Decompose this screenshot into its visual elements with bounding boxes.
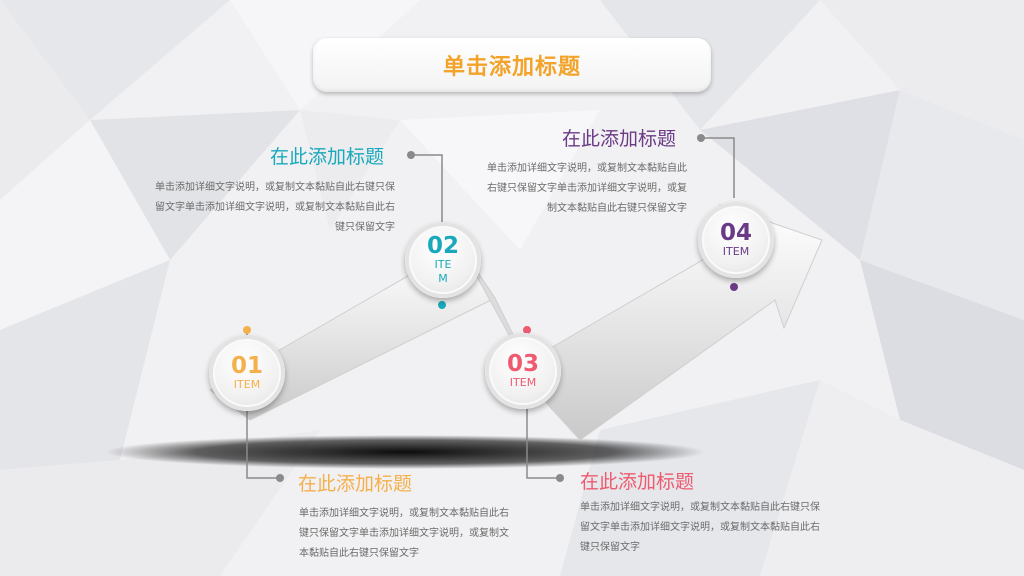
slide-title[interactable]: 单击添加标题 [442,55,581,80]
marker-dot-01 [243,326,251,334]
connector-dot-04 [697,134,705,142]
step-circle-03: 03 ITEM [485,333,561,409]
marker-dot-04 [730,283,738,291]
connector-dot-01 [276,474,284,482]
connector-03 [526,405,560,479]
step-item-01: ITEM [233,378,261,391]
step-desc-03[interactable]: 单击添加详细文字说明，或复制文本黏贴自此右键只保留文字单击添加详细文字说明，或复… [580,502,820,553]
step-desc-01[interactable]: 单击添加详细文字说明，或复制文本黏贴自此右键只保留文字单击添加详细文字说明，或复… [299,508,509,559]
step-number-03: 03 [506,351,539,377]
marker-dot-03 [523,326,531,334]
step-item-03: ITEM [509,376,537,389]
step-heading-04[interactable]: 在此添加标题 [562,128,677,150]
step-number-02: 02 [426,233,459,259]
step-heading-01[interactable]: 在此添加标题 [298,473,413,495]
connector-dot-02 [407,151,415,159]
connector-01b [246,410,280,479]
step-number-04: 04 [719,220,752,246]
step-heading-03[interactable]: 在此添加标题 [580,471,695,493]
step-heading-02[interactable]: 在此添加标题 [270,146,385,168]
step-circle-01: 01 ITEM [209,335,285,411]
connector-dot-03 [556,474,564,482]
step-circle-02: 02 ITEM [405,222,481,298]
step-item-04: ITEM [722,245,750,258]
arrow-segment-3 [513,203,823,441]
step-circle-04: 04 ITEM [698,202,774,278]
step-number-01: 01 [230,353,263,379]
connector-02 [411,154,443,222]
title-bar[interactable]: 单击添加标题 [313,38,711,92]
step-desc-04[interactable]: 单击添加详细文字说明，或复制文本黏贴自此右键只保留文字单击添加详细文字说明，或复… [487,163,687,214]
step-item-02: ITEM [434,258,452,285]
ground-shadow [105,435,705,469]
step-desc-02[interactable]: 单击添加详细文字说明，或复制文本黏贴自此右键只保留文字单击添加详细文字说明，或复… [155,182,395,233]
connector-04 [701,137,735,198]
marker-dot-02 [438,301,446,309]
